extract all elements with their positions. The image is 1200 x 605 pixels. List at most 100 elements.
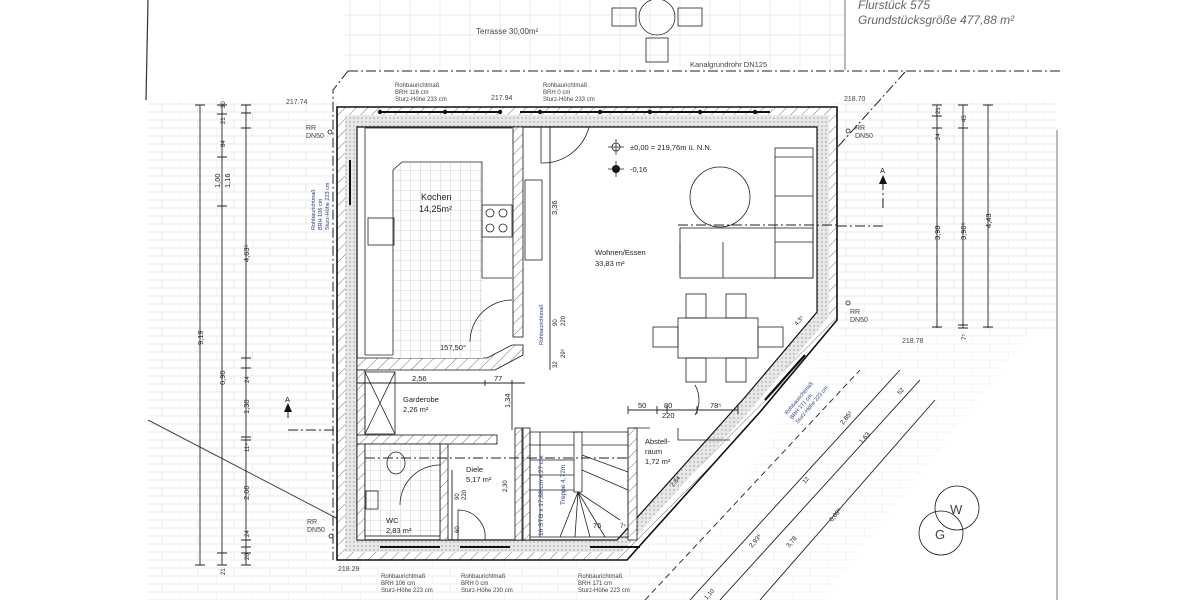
dim-label: 50 [638, 401, 646, 410]
svg-text:A: A [285, 395, 290, 404]
downpipe-e: RR DN50 [845, 300, 868, 324]
dim-label: 2,56 [412, 374, 427, 383]
room-label-kochen: Kochen [421, 192, 452, 202]
dim-label: 77 [494, 374, 502, 383]
svg-text:RR: RR [306, 125, 316, 132]
svg-text:BRH 106 cm: BRH 106 cm [318, 198, 324, 230]
boundary-line [145, 0, 149, 101]
dim-label: 20 [221, 101, 227, 108]
dim-label: 84 [221, 140, 227, 147]
dim-label: 1,34 [503, 393, 512, 408]
dimension-right [932, 104, 993, 329]
patio-door-swing [540, 126, 590, 164]
svg-text:Sturz-Höhe 223 cm: Sturz-Höhe 223 cm [381, 588, 433, 594]
utility-connection-icon: W G [918, 485, 980, 556]
level-reference: ±0,00 = 219,76m ü. N.N. [630, 143, 712, 152]
opening-label-left-wall: Rohbaurichtmaß BRH 106 cm Sturz-Höhe 223… [311, 182, 331, 230]
section-marker-west: A [284, 395, 338, 431]
sewer-line [332, 70, 349, 560]
level-ne: 218.70 [844, 96, 866, 103]
svg-text:BRH 116 cm: BRH 116 cm [395, 90, 429, 96]
dim-label: 1,30 [242, 399, 251, 414]
dim-label: 220 [662, 411, 675, 420]
room-area-diele: 5,17 m² [466, 475, 492, 484]
section-marker-east: A [835, 166, 887, 227]
level-marker [608, 139, 624, 177]
dim-label: 90 [553, 319, 559, 326]
room-label-abstell: Abstell- [645, 437, 671, 446]
dim-label: 52 [897, 387, 906, 396]
svg-text:BRH 0 cm: BRH 0 cm [461, 581, 488, 587]
svg-text:A: A [880, 166, 885, 175]
dimension-left [195, 104, 251, 566]
svg-text:Rohbaurichtmaß: Rohbaurichtmaß [311, 189, 317, 230]
room-area-abstell: 1,72 m² [645, 457, 671, 466]
svg-text:G: G [935, 527, 945, 542]
terrace-label: Terrasse 30,00m² [476, 27, 539, 36]
opening-label-bottom-right: Rohbaurichtmaß BRH 171 cm Sturz-Höhe 223… [578, 574, 630, 594]
downpipe-nw: RR DN50 [306, 125, 333, 140]
angle-label: 157,50° [440, 343, 466, 352]
svg-text:Sturz-Höhe 223 cm: Sturz-Höhe 223 cm [578, 588, 630, 594]
dim-label: 32 [553, 361, 559, 368]
dim-label: 2,30 [503, 480, 509, 492]
dim-label: 220 [462, 489, 468, 500]
level-sw: 218.29 [338, 566, 360, 573]
parcel-size: Grundstücksgröße 477,88 m² [858, 13, 1015, 27]
paving-south-east [700, 140, 1055, 600]
level-top-mid: 217.94 [491, 95, 513, 102]
dim-label: 90 [455, 493, 461, 500]
room-area-wohnen: 33,83 m² [595, 259, 625, 268]
sink-icon [367, 217, 395, 246]
windows [349, 109, 806, 548]
level-step: -0,16 [630, 165, 647, 174]
downpipe-sw: RR DN50 [307, 519, 334, 539]
svg-text:Rohbaurichtmaß: Rohbaurichtmaß [381, 574, 426, 580]
svg-text:W: W [950, 502, 963, 517]
svg-text:DN50: DN50 [306, 133, 324, 140]
dim-label: 29⁵ [560, 348, 567, 358]
dim-label: 78⁵ [710, 401, 721, 410]
dim-line-abstell [627, 406, 739, 414]
dim-label: 76 [593, 521, 601, 530]
stairs-length: Treppe 4,72m [560, 465, 567, 505]
dim-label: 24 [936, 133, 942, 140]
boundary-line [147, 419, 341, 521]
stove-icon [481, 204, 513, 238]
dim-label: 21 [936, 107, 942, 114]
svg-text:Rohbaurichtmaß: Rohbaurichtmaß [543, 83, 588, 89]
dim-left-outer: 9,19 [196, 330, 205, 345]
stairs-steps: 16 STG x 17,88 cm x 27 cm [538, 455, 545, 536]
parcel-label: Flurstück 575 [858, 0, 930, 12]
dim-label: 4,63⁵ [242, 244, 251, 262]
svg-text:BRH 106 cm: BRH 106 cm [381, 581, 415, 587]
sewer-label: Kanalgrundrohr DN125 [690, 60, 767, 69]
kitchen-door-swing [469, 299, 513, 343]
svg-text:DN50: DN50 [307, 527, 325, 534]
staircase [529, 431, 629, 538]
dim-label: 21 [221, 568, 227, 575]
dim-label: 45 [962, 115, 968, 122]
svg-text:Sturz-Höhe 233 cm: Sturz-Höhe 233 cm [395, 97, 447, 103]
dim-label: 24 [245, 376, 251, 383]
svg-text:BRH 171 cm: BRH 171 cm [578, 581, 612, 587]
svg-text:Sturz-Höhe 223 cm: Sturz-Höhe 223 cm [325, 182, 331, 230]
terrace-table [611, 0, 703, 63]
downpipe-ne: RR DN50 [845, 125, 873, 140]
garderobe-closet [364, 371, 396, 435]
opening-label-top-mid: Rohbaurichtmaß BRH 0 cm Sturz-Höhe 233 c… [543, 83, 595, 103]
dim-label: 2,00 [242, 485, 251, 500]
opening-label-top-left: Rohbaurichtmaß BRH 116 cm Sturz-Höhe 233… [395, 83, 447, 103]
dim-label: 24 [245, 530, 251, 537]
svg-text:DN50: DN50 [855, 133, 873, 140]
room-area-wc: 2,83 m² [386, 526, 412, 535]
opening-label-bottom-left: Rohbaurichtmaß BRH 106 cm Sturz-Höhe 223… [381, 574, 433, 594]
dim-label: 1,00 [213, 173, 222, 188]
dim-label: Rohbaurichtmaß [539, 304, 545, 345]
dim-label: 3,98 [933, 225, 942, 240]
dim-label: 220 [561, 315, 567, 326]
kitchen [364, 127, 543, 358]
svg-text:RR: RR [850, 309, 860, 316]
svg-text:Rohbaurichtmaß: Rohbaurichtmaß [461, 574, 506, 580]
